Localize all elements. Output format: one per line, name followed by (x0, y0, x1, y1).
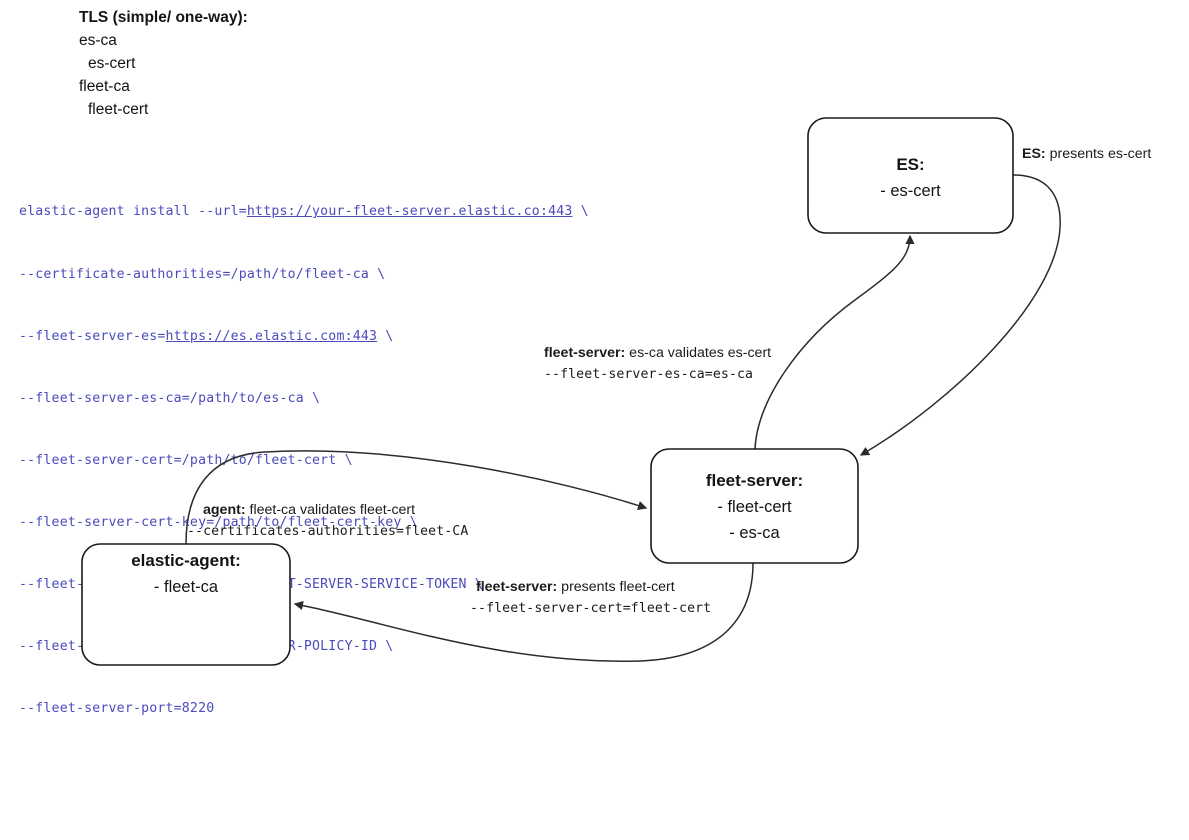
edge-label-agent-validates-strong: agent: (203, 502, 246, 518)
edge-label-es-presents: ES: presents es-cert (1022, 144, 1151, 165)
command-line-1-prefix: elastic-agent install --url= (19, 204, 247, 220)
command-line-3-suffix: \ (377, 328, 394, 344)
node-elastic-agent-item-fleet-ca: - fleet-ca (153, 578, 219, 596)
edge-label-fleet-validates-strong: fleet-server: (544, 345, 626, 361)
tls-notes-title: TLS (simple/ one-way): (79, 9, 248, 26)
node-fleet-server-box[interactable] (650, 448, 859, 564)
command-line-1-suffix: \ (572, 204, 589, 220)
node-elastic-agent-label: elastic-agent: - fleet-ca (82, 548, 290, 600)
command-line-4: --fleet-server-es-ca=/path/to/es-ca \ (19, 390, 321, 406)
node-es-label: ES: - es-cert (808, 152, 1013, 204)
node-elastic-agent-title: elastic-agent: (131, 551, 241, 570)
node-fleet-server-title: fleet-server: (705, 471, 804, 490)
elasticsearch-url-link[interactable]: https://es.elastic.com:443 (165, 328, 378, 344)
edge-label-agent-validates: agent: fleet-ca validates fleet-cert --c… (187, 500, 468, 542)
edge-label-fleet-presents-line: fleet-server: presents fleet-cert (476, 577, 711, 598)
fleet-server-url-link[interactable]: https://your-fleet-server.elastic.co:443 (246, 204, 573, 220)
edge-label-agent-validates-rest: fleet-ca validates fleet-cert (245, 502, 416, 518)
edge-label-fleet-validates-flag: --fleet-server-es-ca=es-ca (544, 367, 754, 382)
tls-notes-block: TLS (simple/ one-way): es-ca es-cert fle… (79, 6, 248, 121)
edge-label-es-presents-rest: presents es-cert (1045, 146, 1152, 162)
command-line-5: --fleet-server-cert=/path/to/fleet-cert … (19, 452, 353, 468)
tls-note-es-ca: es-ca (79, 32, 117, 49)
edge-label-agent-validates-flag: --certificates-authorities=fleet-CA (187, 524, 469, 539)
tls-note-fleet-cert: fleet-cert (88, 101, 149, 118)
edge-label-es-presents-strong: ES: (1022, 146, 1046, 162)
edge-label-fleet-validates-rest: es-ca validates es-cert (625, 345, 772, 361)
command-line-9: --fleet-server-port=8220 (19, 701, 215, 717)
edge-label-fleet-validates-line: fleet-server: es-ca validates es-cert (544, 343, 771, 364)
edge-elastic-agent-to-fleet-server (185, 450, 648, 545)
edge-fleet-server-to-es (754, 234, 915, 450)
edge-label-fleet-presents-strong: fleet-server: (476, 579, 558, 595)
node-fleet-server-item-fleet-cert: - fleet-cert (717, 498, 792, 516)
edge-label-fleet-presents-flag: --fleet-server-cert=fleet-cert (470, 601, 712, 616)
edge-label-fleet-presents-rest: presents fleet-cert (557, 579, 675, 595)
command-line-3-prefix: --fleet-server-es= (19, 328, 166, 344)
node-fleet-server-label: fleet-server: - fleet-cert - es-ca (651, 468, 858, 546)
edge-label-fleet-server-validates: fleet-server: es-ca validates es-cert --… (544, 343, 771, 385)
node-es-item-es-cert: - es-cert (880, 182, 941, 200)
edge-label-agent-validates-line: agent: fleet-ca validates fleet-cert (203, 500, 468, 521)
edge-label-fleet-server-presents: fleet-server: presents fleet-cert --flee… (470, 577, 711, 619)
node-es-title: ES: (896, 155, 925, 174)
command-line-1: elastic-agent install --url=https://your… (19, 202, 589, 223)
edge-fleet-server-to-elastic-agent (293, 562, 754, 662)
command-line-6: --fleet-server-cert-key=/path/to/fleet-c… (19, 514, 418, 530)
node-fleet-server-item-es-ca: - es-ca (729, 524, 780, 542)
tls-note-fleet-ca: fleet-ca (79, 78, 130, 95)
node-es-box[interactable] (807, 117, 1014, 234)
command-line-2: --certificate-authorities=/path/to/fleet… (19, 266, 386, 282)
node-elastic-agent-box[interactable] (81, 543, 291, 666)
tls-note-es-cert: es-cert (88, 55, 136, 72)
edge-label-es-presents-line: ES: presents es-cert (1022, 144, 1151, 165)
command-line-3: --fleet-server-es=https://es.elastic.com… (19, 327, 589, 348)
edge-es-to-fleet-server (859, 174, 1061, 456)
